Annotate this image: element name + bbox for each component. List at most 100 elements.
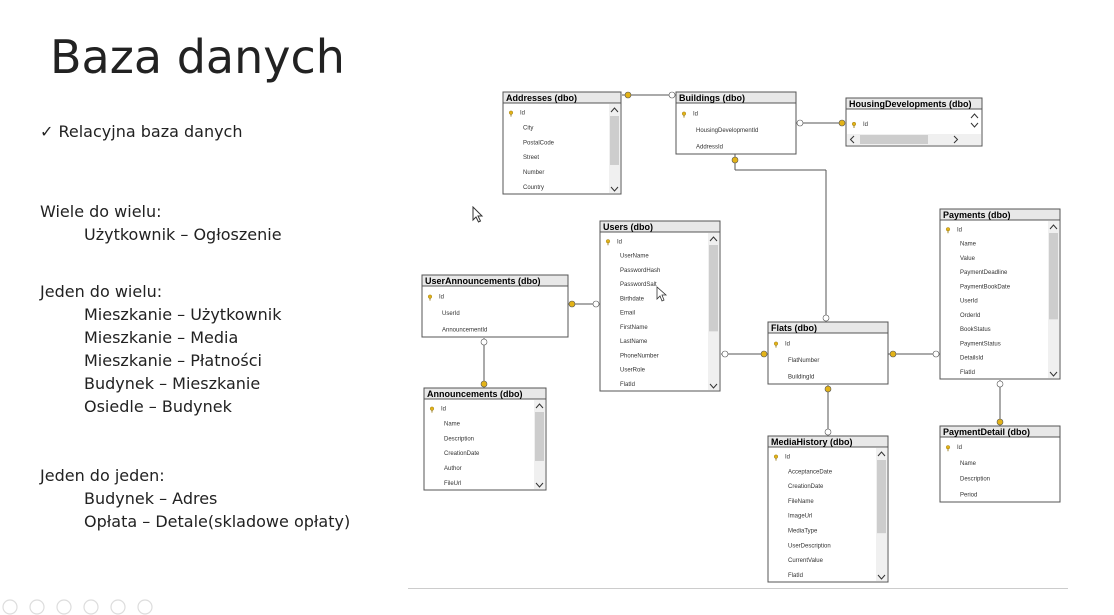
column-name: PostalCode [523, 140, 555, 146]
column-name: BookStatus [960, 327, 991, 333]
column-name: CreationDate [444, 451, 480, 457]
column-name: BuildingId [788, 374, 814, 380]
column-name: Id [785, 455, 790, 461]
key-icon [428, 294, 433, 301]
column-name: MediaType [788, 528, 818, 534]
column-name: UserId [960, 299, 978, 305]
column-name: PasswordSalt [620, 282, 657, 288]
column-name: FileName [788, 499, 814, 505]
section-item: Użytkownik – Ogłoszenie [84, 225, 282, 244]
section-one-to-many: Jeden do wielu: Mieszkanie – Użytkownik … [40, 280, 282, 418]
table-media[interactable]: MediaHistory (dbo) IdAcceptanceDateCreati… [767, 435, 889, 583]
table-housing[interactable]: HousingDevelopments (dbo)Id [845, 97, 983, 147]
scrollbar-thumb[interactable] [877, 460, 886, 534]
scrollbar-thumb[interactable] [1049, 233, 1058, 320]
column-name: AcceptanceDate [788, 469, 833, 475]
key-icon [946, 445, 951, 452]
section-item: Budynek – Mieszkanie [84, 374, 261, 393]
table-title: MediaHistory (dbo) [771, 437, 853, 447]
column-name: HousingDevelopmentId [696, 128, 758, 134]
table-paydetail[interactable]: PaymentDetail (dbo)IdNameDescriptionPeri… [939, 425, 1061, 503]
key-icon [430, 406, 435, 413]
column-name: ImageUrl [788, 514, 812, 520]
column-name: PaymentBookDate [960, 284, 1011, 290]
column-name: UserRole [620, 368, 646, 374]
chevron-down-icon[interactable] [1049, 371, 1058, 377]
section-one-to-one: Jeden do jeden: Budynek – Adres Opłata –… [40, 464, 350, 533]
column-name: CreationDate [788, 484, 824, 490]
section-heading: Jeden do jeden: [40, 466, 165, 485]
key-icon [946, 227, 951, 234]
column-name: Id [520, 111, 525, 117]
table-payments[interactable]: Payments (dbo)IdNameValuePaymentDeadline… [939, 208, 1061, 380]
table-buildings[interactable]: Buildings (dbo)IdHousingDevelopmentIdAdd… [675, 91, 797, 155]
relationship-lines [483, 94, 1001, 436]
mouse-cursor-icon [656, 286, 668, 302]
chevron-down-icon[interactable] [877, 574, 886, 580]
column-name: AnnouncementId [442, 327, 487, 333]
relationship-endpoint-icons [480, 91, 1004, 436]
table-title: Buildings (dbo) [679, 93, 745, 103]
table-title: PaymentDetail (dbo) [943, 427, 1030, 437]
chevron-down-icon[interactable] [535, 482, 544, 488]
column-name: Value [960, 256, 976, 262]
table-title: Announcements (dbo) [427, 389, 523, 399]
column-name: Number [523, 170, 544, 176]
key-icon [774, 341, 779, 348]
section-many-to-many: Wiele do wielu: Użytkownik – Ogłoszenie [40, 200, 282, 246]
column-name: PasswordHash [620, 268, 660, 274]
scrollbar-thumb[interactable] [860, 135, 928, 144]
table-title: Flats (dbo) [771, 323, 817, 333]
section-item: Osiedle – Budynek [84, 397, 232, 416]
column-name: PaymentDeadline [960, 270, 1008, 276]
column-name: AddressId [696, 144, 723, 150]
chevron-up-icon[interactable] [610, 107, 619, 113]
chevron-up-icon[interactable] [970, 113, 979, 119]
column-name: FlatNumber [788, 358, 819, 364]
column-name: DetailsId [960, 356, 983, 362]
chevron-down-icon[interactable] [610, 186, 619, 192]
column-name: Id [957, 445, 962, 451]
chevron-right-icon[interactable] [953, 135, 959, 144]
slide-nav-icons[interactable] [0, 598, 200, 615]
bullet-relational: ✓ Relacyjna baza danych [40, 122, 243, 141]
column-name: UserId [442, 311, 460, 317]
chevron-down-icon[interactable] [970, 122, 979, 128]
key-icon [682, 111, 687, 118]
column-name: Street [523, 155, 539, 161]
table-addresses[interactable]: Addresses (dbo)IdCityPostalCodeStreetNum… [502, 91, 622, 195]
chevron-up-icon[interactable] [709, 236, 718, 242]
column-name: Id [957, 227, 962, 233]
chevron-left-icon[interactable] [849, 135, 855, 144]
column-name: PaymentStatus [960, 341, 1001, 347]
column-name: FirstName [620, 325, 648, 331]
column-name: UserDescription [788, 543, 831, 549]
column-name: Description [960, 477, 990, 483]
column-name: UserName [620, 254, 649, 260]
table-announcements[interactable]: Announcements (dbo)IdNameDescriptionCrea… [423, 387, 547, 491]
mouse-cursor-icon [472, 206, 484, 223]
scrollbar-thumb[interactable] [610, 116, 619, 165]
diagram-baseline [408, 588, 1068, 589]
database-diagram[interactable]: Addresses (dbo)IdCityPostalCodeStreetNum… [408, 86, 1068, 591]
column-name: Author [444, 466, 462, 472]
table-title: Payments (dbo) [943, 210, 1011, 220]
chevron-up-icon[interactable] [1049, 224, 1058, 230]
scrollbar-thumb[interactable] [535, 412, 544, 461]
chevron-up-icon[interactable] [535, 403, 544, 409]
column-name: Description [444, 436, 474, 442]
column-name: Email [620, 311, 635, 317]
column-name: FlatId [620, 382, 635, 388]
column-name: FileUrl [444, 481, 461, 487]
column-name: FlatId [788, 573, 803, 579]
column-name: City [523, 125, 533, 131]
section-item: Mieszkanie – Użytkownik [84, 305, 282, 324]
scrollbar-thumb[interactable] [709, 245, 718, 332]
section-item: Budynek – Adres [84, 489, 218, 508]
chevron-up-icon[interactable] [877, 451, 886, 457]
column-name: Id [617, 239, 622, 245]
table-userann[interactable]: UserAnnouncements (dbo)IdUserIdAnnouncem… [421, 274, 569, 338]
chevron-down-icon[interactable] [709, 383, 718, 389]
table-users[interactable]: Users (dbo)IdUserNamePasswordHashPasswor… [599, 220, 721, 392]
